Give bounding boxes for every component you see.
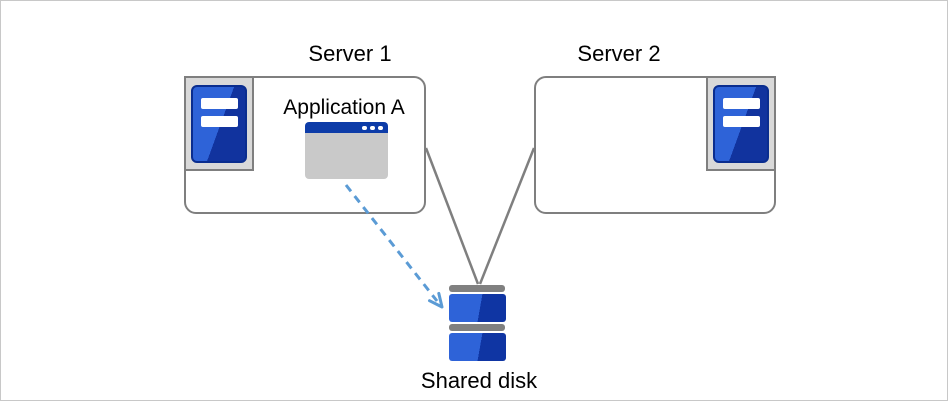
tower-drive-bay <box>201 116 238 127</box>
dashed-arrowhead <box>428 291 444 309</box>
shared-disk-label: Shared disk <box>420 368 538 393</box>
server2-label: Server 2 <box>577 41 661 66</box>
connector-server2-disk <box>478 147 536 285</box>
server1-tower-icon <box>184 76 254 171</box>
window-titlebar-dot <box>378 125 383 130</box>
disk-platter <box>449 333 506 361</box>
disk-platter <box>449 294 506 322</box>
application-a-label: Application A <box>283 96 405 119</box>
server-tower-body <box>713 85 769 163</box>
connector-server1-disk <box>424 147 480 285</box>
disk-divider-bar <box>449 324 505 331</box>
disk-stack-icon <box>449 285 505 292</box>
window-body <box>305 133 388 179</box>
server1-label: Server 1 <box>308 41 392 66</box>
tower-drive-bay <box>201 98 238 109</box>
window-titlebar-dot <box>370 125 375 130</box>
server-tower-body <box>191 85 247 163</box>
application-window-icon <box>305 122 388 179</box>
tower-drive-bay <box>723 116 760 127</box>
tower-drive-bay <box>723 98 760 109</box>
server2-tower-icon <box>706 76 776 171</box>
window-titlebar-dot <box>362 125 367 130</box>
window-titlebar <box>305 122 388 133</box>
